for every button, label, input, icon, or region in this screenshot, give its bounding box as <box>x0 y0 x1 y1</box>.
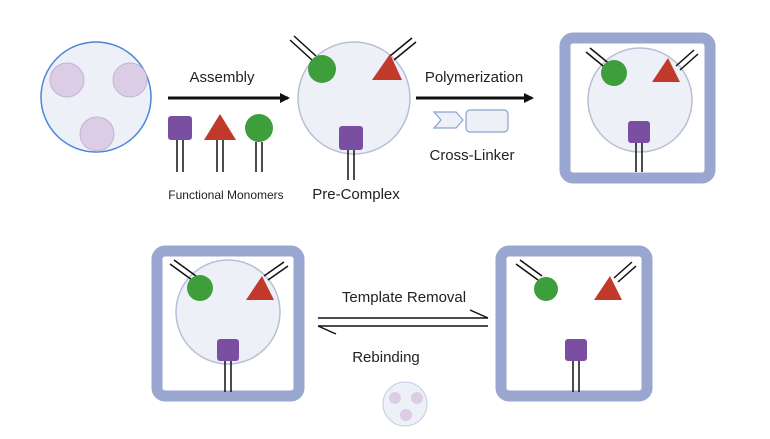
imprinted-cavity <box>495 245 653 402</box>
template-removal-label: Template Removal <box>342 289 466 306</box>
removed-template-molecule <box>382 381 428 427</box>
assembly-label: Assembly <box>189 69 255 86</box>
equilibrium-arrows <box>317 309 489 335</box>
polymer-with-template-bottom <box>151 245 305 402</box>
pre-complex <box>289 35 417 180</box>
imprinted-polymer-with-template <box>559 32 716 184</box>
purple-square-monomer <box>168 116 192 172</box>
rebinding-label: Rebinding <box>352 349 420 366</box>
functional-monomers <box>168 114 273 172</box>
green-circle-monomer <box>245 114 273 172</box>
polymerization-label: Polymerization <box>425 69 523 86</box>
pre-complex-label: Pre-Complex <box>312 186 400 203</box>
functional-monomers-label: Functional Monomers <box>168 188 283 202</box>
cross-linker-icon <box>432 109 509 133</box>
cross-linker-label: Cross-Linker <box>429 147 514 164</box>
template-molecule <box>40 41 152 153</box>
red-triangle-monomer <box>204 114 236 172</box>
